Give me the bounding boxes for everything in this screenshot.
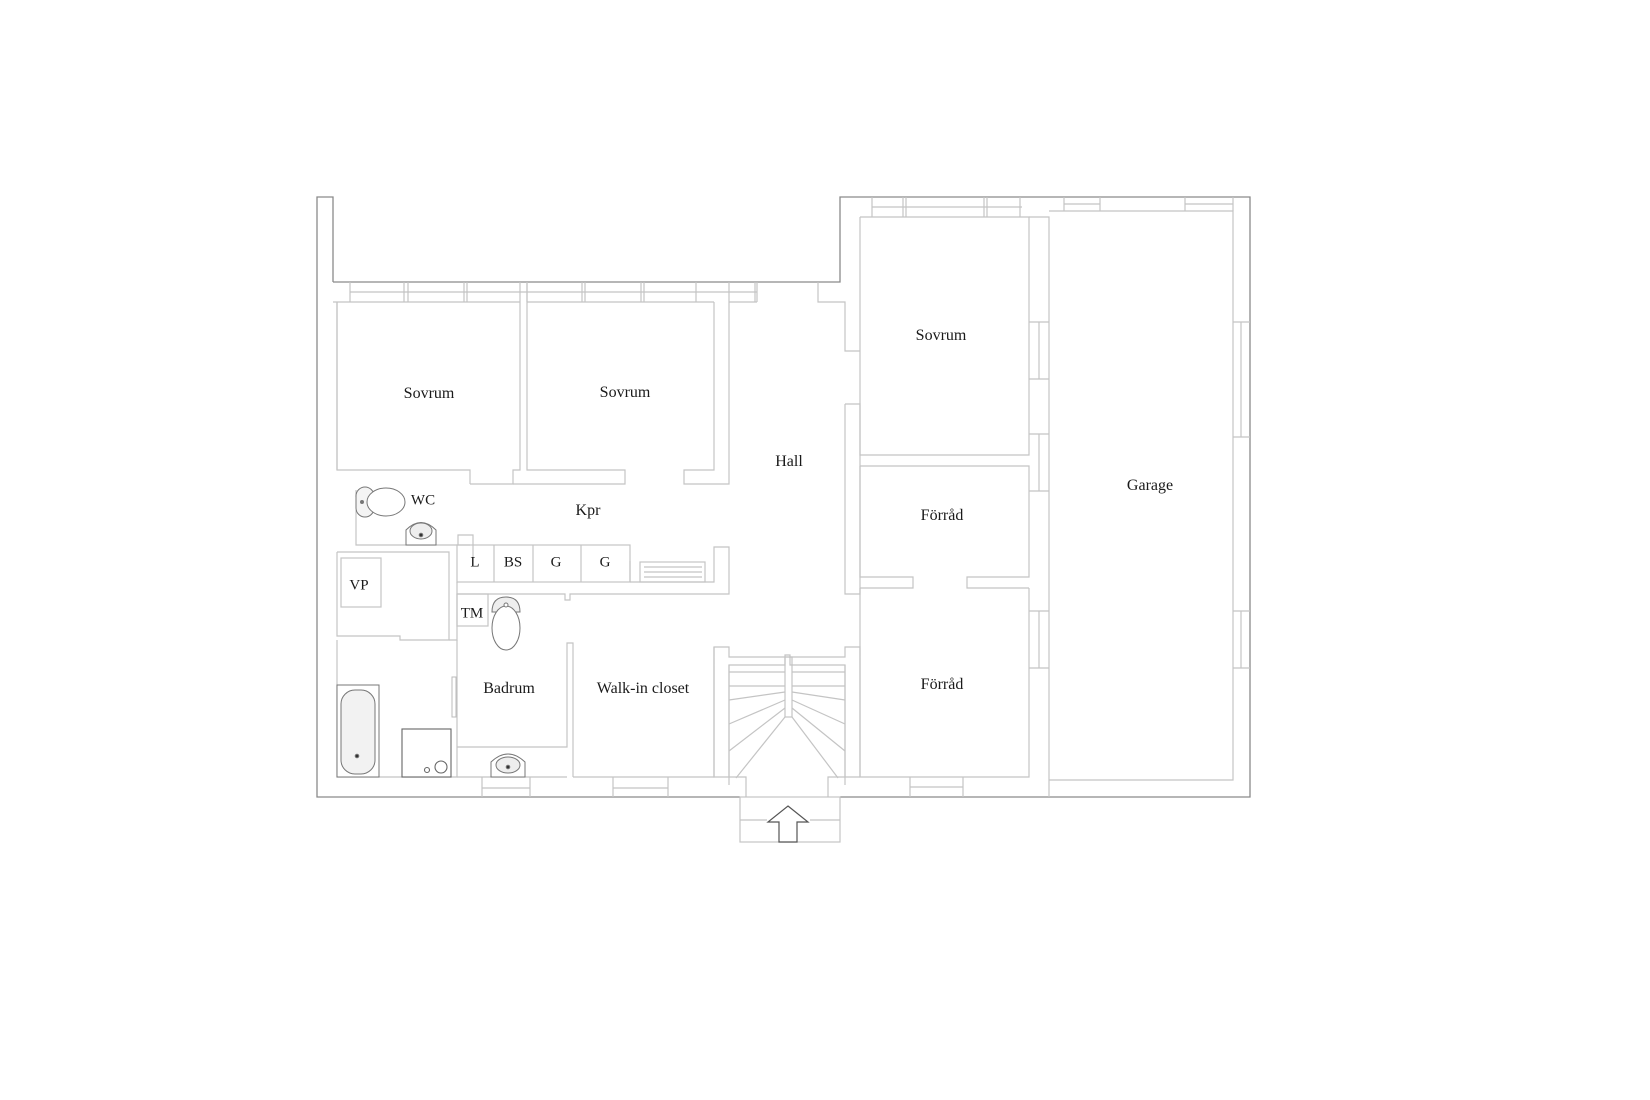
room-label-sovrum: Sovrum	[403, 385, 455, 402]
room-label-badrum: Badrum	[483, 680, 535, 697]
entrance-arrow-icon	[766, 805, 810, 843]
inner-walls	[333, 197, 1250, 843]
closet-label-vp: VP	[349, 577, 369, 594]
room-label-sovrum: Sovrum	[599, 384, 651, 401]
room-label-kpr: Kpr	[575, 502, 601, 519]
wc-sink-icon	[405, 522, 437, 546]
bathroom-toilet-icon	[491, 596, 521, 651]
badrum-sink-icon	[490, 753, 526, 778]
closet-label-g: G	[599, 554, 611, 571]
room-label-garage: Garage	[1126, 477, 1174, 494]
room-label-hall: Hall	[775, 453, 803, 470]
wc-toilet-icon	[355, 486, 406, 518]
room-label-forrad: Förråd	[920, 507, 964, 524]
closet-label-l: L	[470, 554, 480, 571]
shower-icon	[401, 728, 452, 778]
bathtub-icon	[336, 684, 380, 778]
closet-label-g: G	[550, 554, 562, 571]
room-label-sovrum: Sovrum	[915, 327, 967, 344]
closet-label-tm: TM	[460, 605, 484, 622]
shower-screen	[451, 676, 457, 718]
closet-label-bs: BS	[503, 554, 523, 571]
room-label-forrad: Förråd	[920, 676, 964, 693]
room-label-wc: WC	[410, 492, 436, 509]
room-label-walk-in-closet: Walk-in closet	[596, 680, 690, 697]
